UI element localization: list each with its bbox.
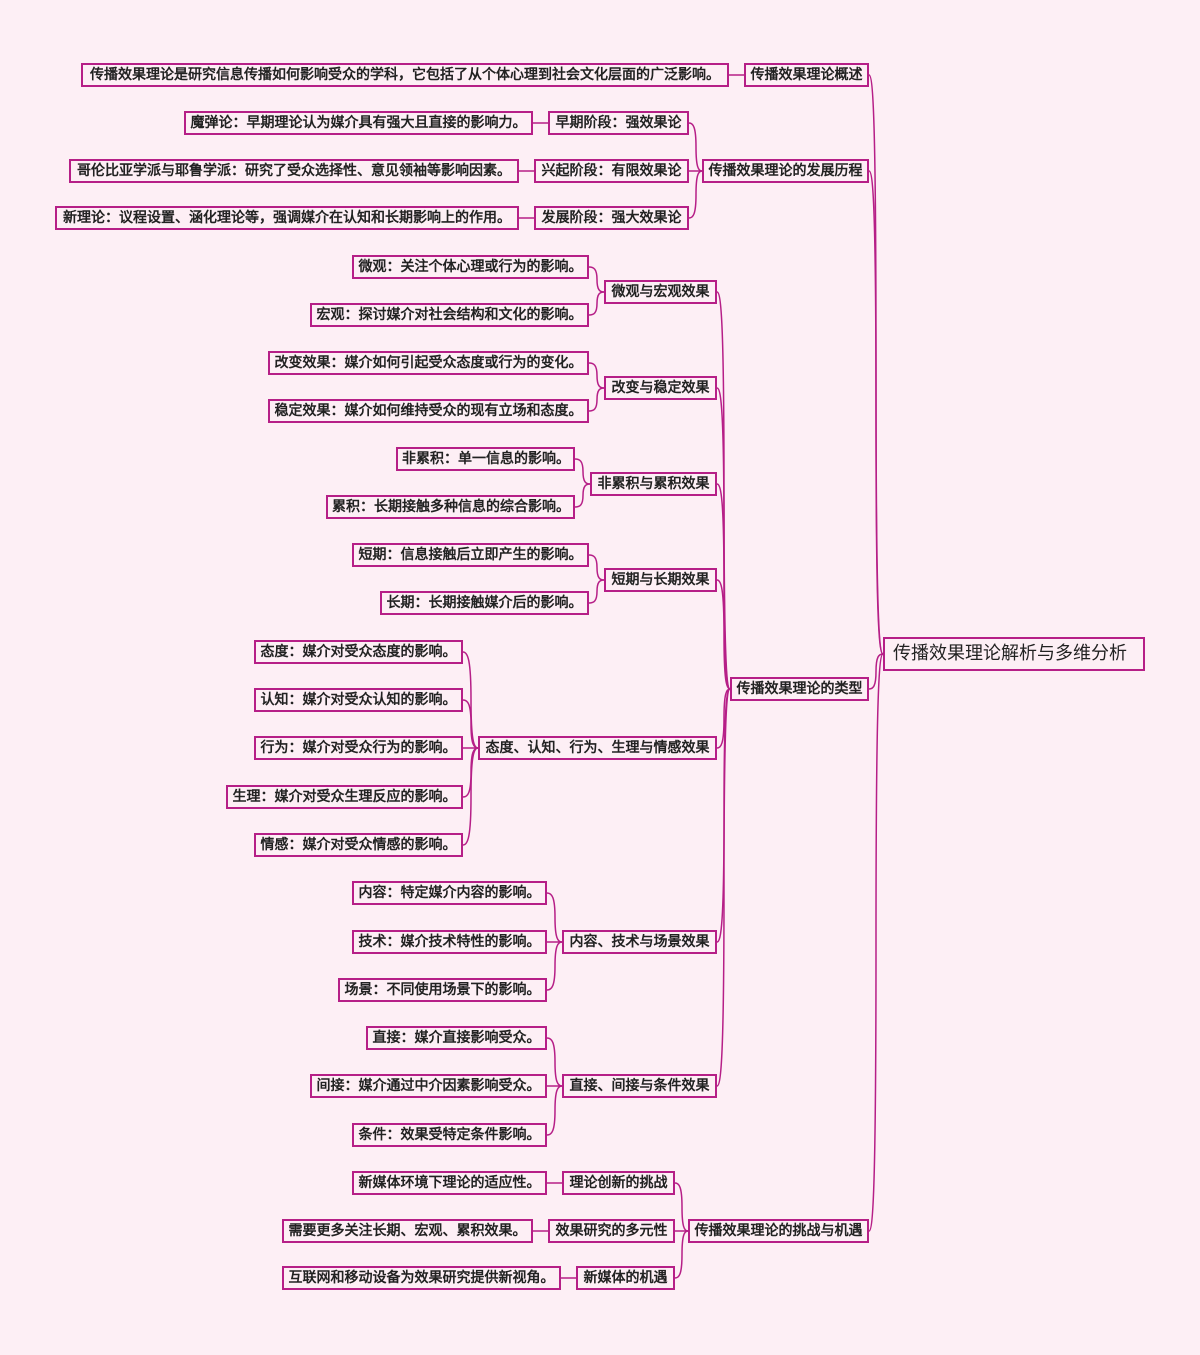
connector-branch-types-3 <box>716 579 731 690</box>
leaf-columbia-yale[interactable]: 哥伦比亚学派与耶鲁学派：研究了受众选择性、意见领袖等影响因素。 <box>69 159 519 183</box>
type-direct-indirect[interactable]: 直接、间接与条件效果 <box>562 1074 717 1098</box>
connector-type-direct-indirect-0 <box>546 1037 563 1087</box>
connector-branch-types-6 <box>716 688 731 1087</box>
connector-type-direct-indirect-2 <box>546 1085 563 1136</box>
connector-root-node-3 <box>868 653 884 1232</box>
leaf-scene[interactable]: 场景：不同使用场景下的影响。 <box>338 978 547 1002</box>
leaf-attitude[interactable]: 态度：媒介对受众态度的影响。 <box>254 640 463 664</box>
connector-type-cumulative-1 <box>574 483 591 508</box>
connector-type-short-long-0 <box>588 554 605 581</box>
connector-branch-challenges-0 <box>674 1182 689 1232</box>
leaf-direct[interactable]: 直接：媒介直接影响受众。 <box>366 1026 547 1050</box>
leaf-magic-bullet[interactable]: 魔弹论：早期理论认为媒介具有强大且直接的影响力。 <box>184 111 533 135</box>
leaf-change[interactable]: 改变效果：媒介如何引起受众态度或行为的变化。 <box>268 351 589 375</box>
stage-rise[interactable]: 兴起阶段：有限效果论 <box>534 159 689 183</box>
leaf-macro[interactable]: 宏观：探讨媒介对社会结构和文化的影响。 <box>310 303 589 327</box>
connector-type-cumulative-0 <box>574 458 591 485</box>
type-short-long[interactable]: 短期与长期效果 <box>604 568 717 592</box>
challenge-theory-innovation[interactable]: 理论创新的挑战 <box>562 1171 675 1195</box>
connector-type-change-stability-0 <box>588 362 605 389</box>
leaf-technology[interactable]: 技术：媒介技术特性的影响。 <box>352 930 547 954</box>
leaf-short-term[interactable]: 短期：信息接触后立即产生的影响。 <box>352 543 589 567</box>
connector-root-node-2 <box>868 653 884 690</box>
type-micro-macro[interactable]: 微观与宏观效果 <box>604 280 717 304</box>
challenge-diversity[interactable]: 效果研究的多元性 <box>548 1219 675 1243</box>
leaf-non-cumulative[interactable]: 非累积：单一信息的影响。 <box>396 447 575 471</box>
leaf-cumulative[interactable]: 累积：长期接触多种信息的综合影响。 <box>326 495 575 519</box>
connector-type-micro-macro-1 <box>588 291 605 316</box>
connector-branch-history-0 <box>688 122 703 172</box>
connector-branch-types-4 <box>716 688 731 749</box>
leaf-physiology[interactable]: 生理：媒介对受众生理反应的影响。 <box>226 785 463 809</box>
stage-early[interactable]: 早期阶段：强效果论 <box>548 111 689 135</box>
connector-branch-history-2 <box>688 170 703 219</box>
leaf-micro[interactable]: 微观：关注个体心理或行为的影响。 <box>352 255 589 279</box>
connector-type-micro-macro-0 <box>588 266 605 293</box>
type-cumulative[interactable]: 非累积与累积效果 <box>590 472 717 496</box>
type-five-dimensions[interactable]: 态度、认知、行为、生理与情感效果 <box>478 736 717 760</box>
leaf-more-attention[interactable]: 需要更多关注长期、宏观、累积效果。 <box>282 1219 533 1243</box>
opportunity-new-media[interactable]: 新媒体的机遇 <box>576 1266 675 1290</box>
branch-types[interactable]: 传播效果理论的类型 <box>730 677 869 701</box>
leaf-indirect[interactable]: 间接：媒介通过中介因素影响受众。 <box>310 1074 547 1098</box>
root-node[interactable]: 传播效果理论解析与多维分析 <box>883 637 1145 671</box>
leaf-overview-definition[interactable]: 传播效果理论是研究信息传播如何影响受众的学科，它包括了从个体心理到社会文化层面的… <box>81 63 729 87</box>
branch-overview[interactable]: 传播效果理论概述 <box>744 63 869 87</box>
connector-branch-types-2 <box>716 483 731 690</box>
leaf-behavior[interactable]: 行为：媒介对受众行为的影响。 <box>254 736 463 760</box>
leaf-stability[interactable]: 稳定效果：媒介如何维持受众的现有立场和态度。 <box>268 399 589 423</box>
type-change-stability[interactable]: 改变与稳定效果 <box>604 376 717 400</box>
connector-type-five-dimensions-4 <box>462 747 479 846</box>
stage-development[interactable]: 发展阶段：强大效果论 <box>534 206 689 230</box>
connector-type-short-long-1 <box>588 579 605 604</box>
connector-root-node-1 <box>868 170 884 655</box>
leaf-emotion[interactable]: 情感：媒介对受众情感的影响。 <box>254 833 463 857</box>
leaf-conditional[interactable]: 条件：效果受特定条件影响。 <box>352 1123 547 1147</box>
connector-branch-challenges-2 <box>674 1230 689 1279</box>
connector-type-content-tech-scene-2 <box>546 941 563 991</box>
leaf-long-term[interactable]: 长期：长期接触媒介后的影响。 <box>380 591 589 615</box>
leaf-internet-mobile[interactable]: 互联网和移动设备为效果研究提供新视角。 <box>282 1266 561 1290</box>
type-content-tech-scene[interactable]: 内容、技术与场景效果 <box>562 930 717 954</box>
leaf-cognition[interactable]: 认知：媒介对受众认知的影响。 <box>254 688 463 712</box>
leaf-adaptability[interactable]: 新媒体环境下理论的适应性。 <box>352 1171 547 1195</box>
leaf-content[interactable]: 内容：特定媒介内容的影响。 <box>352 881 547 905</box>
connector-type-content-tech-scene-0 <box>546 892 563 943</box>
connector-type-five-dimensions-1 <box>462 699 479 749</box>
branch-history[interactable]: 传播效果理论的发展历程 <box>702 159 869 183</box>
connector-type-five-dimensions-0 <box>462 651 479 749</box>
leaf-new-theories[interactable]: 新理论：议程设置、涵化理论等，强调媒介在认知和长期影响上的作用。 <box>55 206 519 230</box>
branch-challenges[interactable]: 传播效果理论的挑战与机遇 <box>688 1219 869 1243</box>
connector-type-change-stability-1 <box>588 387 605 412</box>
